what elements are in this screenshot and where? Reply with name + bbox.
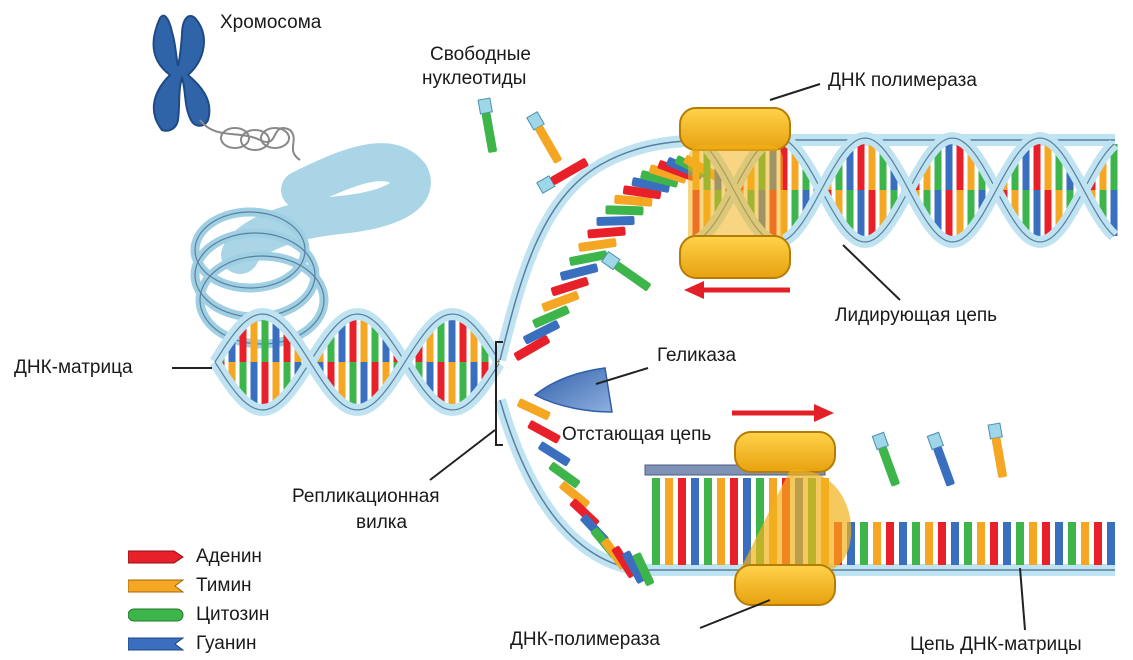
replication-fork-label-line1: Репликационная [292, 486, 440, 508]
nucleobase [933, 446, 955, 487]
free-nucleotide [927, 432, 957, 487]
lagging-base [1016, 522, 1024, 565]
nucleotide [527, 420, 561, 444]
lagging-base [925, 522, 933, 565]
legend-label-cytosine: Цитозин [196, 604, 269, 626]
legend-item-adenine: Аденин [128, 542, 269, 571]
lagging-base [977, 522, 985, 565]
lagging-base [730, 478, 738, 565]
legend-label-guanine: Гуанин [196, 633, 256, 655]
nucleotide [517, 398, 552, 421]
free-nucleotides-label-line1: Свободные [430, 44, 531, 66]
legend-label-adenine: Аденин [196, 546, 262, 568]
dna-polymerase-bottom-icon [735, 432, 851, 605]
helicase-label: Геликаза [657, 345, 736, 367]
helix-backbone-edge [215, 314, 499, 410]
nucleobase [878, 446, 900, 487]
lagging-base [873, 522, 881, 565]
free-nucleotide [602, 252, 653, 293]
nucleotide [560, 263, 599, 281]
lagging-base [652, 478, 660, 565]
lagging-base [704, 478, 712, 565]
nucleobase [481, 112, 497, 153]
lagging-base [1107, 522, 1115, 565]
lagging-base [1081, 522, 1089, 565]
lagging-strand-label: Отстающая цепь [562, 424, 711, 446]
legend-label-thymine: Тимин [196, 575, 252, 597]
helicase-icon [535, 368, 612, 412]
leading-direction-arrow [684, 281, 790, 299]
lagging-direction-arrow [732, 404, 834, 422]
nucleotide [605, 205, 643, 215]
lagging-base [691, 478, 699, 565]
guanine-notch-icon [128, 637, 184, 651]
free-nucleotides-label-line2: нуклеотиды [422, 68, 526, 90]
template-strand-label: Цепь ДНК-матрицы [910, 634, 1082, 656]
adenine-arrow-icon [128, 550, 184, 564]
helix-backbone [215, 314, 499, 410]
dna-polymerase-top-label: ДНК полимераза [828, 70, 977, 92]
free-nucleotide [527, 112, 564, 165]
legend: Аденин Тимин Цитозин Гуанин [128, 542, 269, 658]
lagging-base [951, 522, 959, 565]
free-nucleotide [872, 432, 902, 487]
lagging-base [964, 522, 972, 565]
chromatin-coil [200, 120, 300, 160]
nucleobase [614, 261, 652, 291]
dna-template-label: ДНК-матрица [14, 357, 133, 379]
sugar-phosphate [988, 423, 1002, 439]
dna-polymerase-bottom-label: ДНК-полимераза [510, 629, 660, 651]
lagging-base [1094, 522, 1102, 565]
nucleobase [535, 125, 563, 164]
supercoil-tube [240, 162, 412, 255]
legend-item-thymine: Тимин [128, 571, 269, 600]
lagging-base [1068, 522, 1076, 565]
lagging-base [1055, 522, 1063, 565]
nucleotide [596, 216, 634, 226]
legend-item-guanine: Гуанин [128, 629, 269, 658]
lagging-base [678, 478, 686, 565]
helix-backbone-edge [215, 314, 499, 410]
lagging-base [1003, 522, 1011, 565]
free-nucleotide [478, 98, 499, 153]
legend-item-cytosine: Цитозин [128, 600, 269, 629]
chromosome-label: Хромосома [220, 12, 321, 34]
free-nucleotide [988, 423, 1009, 478]
nucleobase [991, 437, 1007, 478]
helix-backbone [215, 314, 499, 410]
leading-strand-label: Лидирующая цепь [835, 305, 997, 327]
nucleotide [569, 250, 608, 266]
replication-fork-label-line2: вилка [356, 512, 407, 534]
dna-template-helix [215, 314, 499, 410]
lagging-base [899, 522, 907, 565]
thymine-notch-icon [128, 579, 184, 593]
chromosome-icon [153, 16, 209, 131]
lagging-base [717, 478, 725, 565]
cytosine-round-icon [128, 608, 184, 622]
lagging-base [665, 478, 673, 565]
lagging-base [860, 522, 868, 565]
lagging-base [990, 522, 998, 565]
lagging-base [1042, 522, 1050, 565]
lagging-base [1029, 522, 1037, 565]
lagging-base [938, 522, 946, 565]
sugar-phosphate [478, 98, 492, 114]
lagging-base [886, 522, 894, 565]
lagging-base [912, 522, 920, 565]
nucleotide [578, 238, 617, 252]
nucleotide [587, 226, 626, 238]
dna-polymerase-top-icon [680, 108, 790, 278]
